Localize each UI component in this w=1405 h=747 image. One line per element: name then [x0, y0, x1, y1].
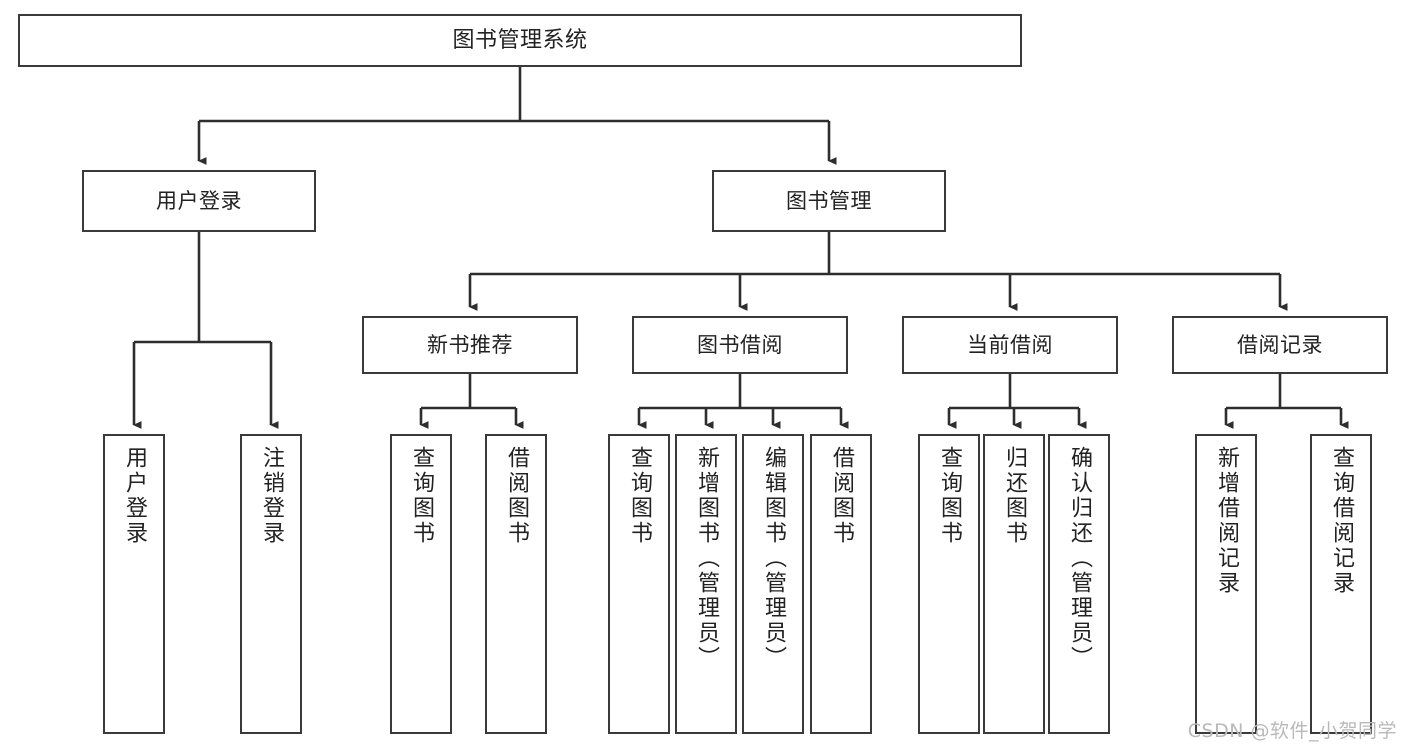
node-leaf-return-book[interactable]: 归还图书 — [983, 434, 1045, 734]
node-leaf-borrow-book-1[interactable]: 借阅图书 — [485, 434, 547, 734]
node-leaf-edit-book[interactable]: 编辑图书（管理员） — [742, 434, 804, 734]
node-leaf-edit-book-label: 编辑图书（管理员） — [761, 446, 786, 671]
node-user-login-label: 用户登录 — [156, 188, 242, 213]
node-leaf-confirm-return-label: 确认归还（管理员） — [1067, 446, 1092, 671]
node-borrow-record[interactable]: 借阅记录 — [1172, 316, 1388, 374]
node-leaf-add-book-label: 新增图书（管理员） — [694, 446, 719, 671]
node-new-book-recommend-label: 新书推荐 — [427, 332, 513, 357]
node-leaf-borrow-book-2-label: 借阅图书 — [829, 446, 854, 546]
node-book-borrow-label: 图书借阅 — [697, 332, 783, 357]
node-leaf-query-book-1-label: 查询图书 — [409, 446, 434, 546]
node-leaf-add-record-label: 新增借阅记录 — [1214, 446, 1239, 596]
node-leaf-query-record[interactable]: 查询借阅记录 — [1310, 434, 1372, 734]
node-leaf-borrow-book-2[interactable]: 借阅图书 — [810, 434, 872, 734]
node-borrow-record-label: 借阅记录 — [1237, 332, 1323, 357]
node-user-login[interactable]: 用户登录 — [82, 170, 316, 232]
node-leaf-user-logout[interactable]: 注销登录 — [240, 434, 302, 734]
node-leaf-query-book-3-label: 查询图书 — [937, 446, 962, 546]
watermark-text: CSDN @软件_小贺同学 — [1187, 720, 1397, 742]
node-leaf-user-login[interactable]: 用户登录 — [103, 434, 165, 734]
node-current-borrow[interactable]: 当前借阅 — [902, 316, 1118, 374]
node-leaf-confirm-return[interactable]: 确认归还（管理员） — [1048, 434, 1110, 734]
node-new-book-recommend[interactable]: 新书推荐 — [362, 316, 578, 374]
node-leaf-add-book[interactable]: 新增图书（管理员） — [675, 434, 737, 734]
node-leaf-user-logout-label: 注销登录 — [259, 446, 284, 546]
node-root[interactable]: 图书管理系统 — [18, 14, 1022, 67]
node-current-borrow-label: 当前借阅 — [967, 332, 1053, 357]
node-root-label: 图书管理系统 — [452, 27, 588, 53]
node-book-manage-label: 图书管理 — [786, 188, 872, 213]
node-leaf-query-book-3[interactable]: 查询图书 — [918, 434, 980, 734]
node-book-borrow[interactable]: 图书借阅 — [632, 316, 848, 374]
node-leaf-add-record[interactable]: 新增借阅记录 — [1195, 434, 1257, 734]
node-leaf-query-book-1[interactable]: 查询图书 — [390, 434, 452, 734]
node-leaf-query-record-label: 查询借阅记录 — [1329, 446, 1354, 596]
node-book-manage[interactable]: 图书管理 — [712, 170, 946, 232]
node-leaf-user-login-label: 用户登录 — [122, 446, 147, 546]
node-leaf-query-book-2[interactable]: 查询图书 — [608, 434, 670, 734]
node-leaf-return-book-label: 归还图书 — [1002, 446, 1027, 546]
node-leaf-query-book-2-label: 查询图书 — [627, 446, 652, 546]
node-leaf-borrow-book-1-label: 借阅图书 — [504, 446, 529, 546]
